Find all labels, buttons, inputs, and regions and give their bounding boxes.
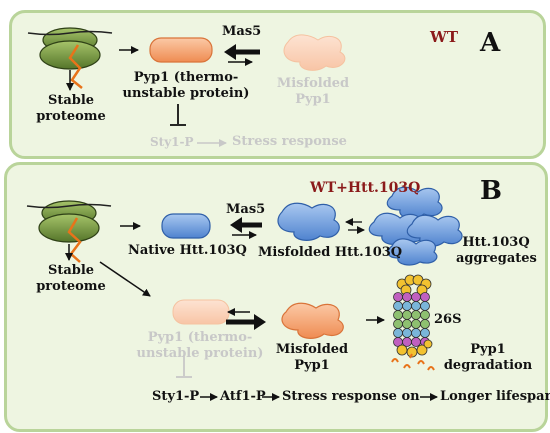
stable-proteome-label-b: Stable proteome (36, 263, 106, 294)
pyp1-native-shape-b (172, 299, 230, 325)
misfolded-pyp1-shape-b (281, 302, 344, 339)
panel-b-letter: B (480, 176, 502, 206)
arrow-ribosome-to-pyp1-b (99, 261, 151, 297)
pyp1-label-a: Pyp1 (thermo-unstable protein) (122, 70, 250, 101)
pyp1-label-b: Pyp1 (thermo-unstable protein) (136, 330, 264, 361)
panel-b (4, 162, 548, 432)
stable-proteome-label-a: Stable proteome (36, 93, 106, 124)
degraded-peptides-icon (391, 353, 435, 371)
ribosome-icon-a (27, 27, 113, 89)
misfolded-htt-shape (277, 202, 340, 241)
inhibition-bar-b (176, 355, 192, 378)
misfolded-pyp1-label-a: Misfolded Pyp1 (276, 76, 350, 107)
mas5-equilibrium-b (230, 217, 262, 239)
equilibrium-arrows-htt (345, 218, 365, 234)
pyp1-degradation-label: Pyp1 degradation (443, 342, 533, 373)
htt-aggregates-shape (368, 186, 463, 266)
proteasome-icon (393, 274, 433, 358)
pathway-sty1p: Sty1-P (152, 389, 200, 404)
pathway-stress-response-on: Stress response on (282, 389, 420, 404)
panel-b-tag: WT+Htt.103Q (310, 180, 421, 196)
panel-a-letter: A (480, 28, 501, 58)
htt-aggregates-label: Htt.103Q aggregates (456, 235, 537, 266)
sty1p-label-a: Sty1-P (150, 135, 194, 149)
pathway-longer-lifespan: Longer lifespan (440, 389, 550, 404)
proteasome-label: 26S (434, 312, 462, 327)
inhibition-bar-a (170, 104, 186, 126)
stress-response-label-a: Stress response (232, 134, 347, 149)
mas5-equilibrium-a (224, 44, 260, 66)
misfolded-pyp1-shape-a (283, 34, 346, 71)
pyp1-equilibrium-b (226, 308, 266, 330)
pyp1-native-shape-a (149, 37, 213, 63)
pathway-atf1p: Atf1-P (220, 389, 266, 404)
panel-a-tag: WT (430, 28, 459, 46)
mas5-label-a: Mas5 (222, 24, 262, 39)
misfolded-pyp1-label-b: Misfolded Pyp1 (275, 342, 349, 373)
ribosome-icon-b (26, 200, 112, 263)
native-htt-shape (161, 213, 211, 239)
native-htt-label: Native Htt.103Q (128, 243, 247, 258)
panel-a (9, 10, 546, 159)
misfolded-htt-label: Misfolded Htt.103Q (258, 245, 403, 260)
mas5-label-b: Mas5 (226, 202, 266, 217)
